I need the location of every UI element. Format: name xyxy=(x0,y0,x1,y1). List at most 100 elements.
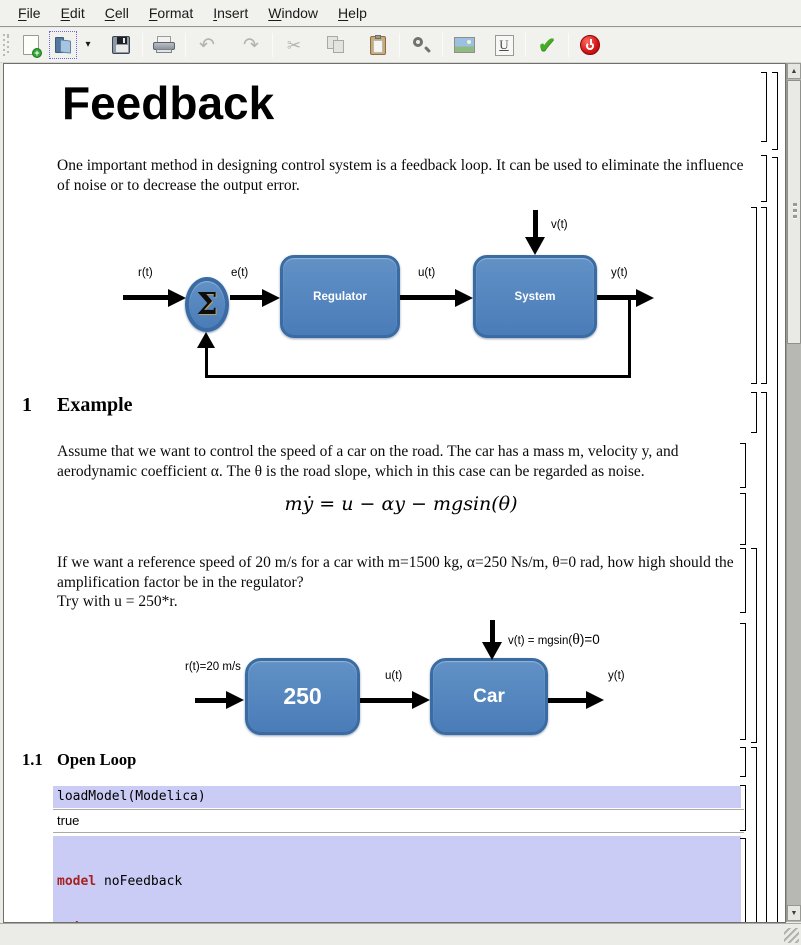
arrow-head-icon xyxy=(482,642,502,660)
feedback-line xyxy=(205,375,631,378)
toolbar-separator xyxy=(399,33,400,57)
notebook-canvas[interactable]: Feedback One important method in designi… xyxy=(3,63,786,923)
cell-bracket[interactable] xyxy=(761,155,767,202)
toolbar-separator xyxy=(442,33,443,57)
cell-group-bracket[interactable] xyxy=(761,392,767,922)
input-cell-model[interactable]: model noFeedback import SI = Modelica.SI… xyxy=(53,836,741,922)
arrow-line xyxy=(230,295,263,300)
scrollbar-grip xyxy=(793,209,797,212)
save-button[interactable] xyxy=(107,31,135,59)
toolbar-handle[interactable] xyxy=(3,34,10,56)
arrow-line xyxy=(400,295,456,300)
diagram-label-u2: u(t) xyxy=(385,670,403,682)
menu-bar: File Edit Cell Format Insert Window Help xyxy=(0,0,801,27)
arrow-line xyxy=(548,697,587,703)
arrow-line xyxy=(360,697,413,703)
paragraph-intro[interactable]: One important method in designing contro… xyxy=(57,157,744,194)
menu-format[interactable]: Format xyxy=(148,5,194,21)
evaluate-button[interactable]: ✔ xyxy=(533,31,561,59)
cell-bracket[interactable] xyxy=(740,493,746,545)
underline-button[interactable]: U xyxy=(490,31,518,59)
subsection-heading-open-loop[interactable]: Open Loop xyxy=(57,750,137,769)
cell-bracket[interactable] xyxy=(740,548,746,613)
arrow-line xyxy=(490,620,495,643)
check-icon: ✔ xyxy=(538,33,556,57)
page-title[interactable]: Feedback xyxy=(62,77,275,129)
save-icon xyxy=(112,36,130,54)
cell-group-bracket[interactable] xyxy=(772,157,778,922)
undo-icon: ↶ xyxy=(199,34,215,56)
arrow-head-icon xyxy=(525,237,545,255)
chevron-down-icon: ▾ xyxy=(85,39,91,50)
undo-button[interactable]: ↶ xyxy=(193,31,221,59)
copy-icon xyxy=(327,36,345,54)
power-icon xyxy=(580,35,600,55)
arrow-head-icon xyxy=(262,288,280,307)
cell-bracket[interactable] xyxy=(751,392,757,433)
system-block: System xyxy=(473,255,597,338)
cell-group-bracket[interactable] xyxy=(772,72,778,150)
redo-button[interactable]: ↷ xyxy=(237,31,265,59)
regulator-block: Regulator xyxy=(280,255,400,338)
open-button[interactable] xyxy=(49,31,77,59)
cell-bracket[interactable] xyxy=(740,838,746,922)
copy-button[interactable] xyxy=(322,31,350,59)
paragraph-assume[interactable]: Assume that we want to control the speed… xyxy=(57,443,679,480)
toolbar-separator xyxy=(272,33,273,57)
section-heading-example[interactable]: Example xyxy=(57,394,133,416)
arrow-line xyxy=(123,295,172,300)
vertical-scrollbar[interactable]: ▲ ▼ xyxy=(786,63,801,922)
paste-clipboard-icon xyxy=(370,34,386,55)
code-line: import SI = Modelica.SIunits; xyxy=(57,920,741,922)
diagram-label-v2: v(t) = mgsin(θ)=0 xyxy=(508,631,600,648)
car-block: Car xyxy=(430,658,548,735)
scroll-up-button[interactable]: ▲ xyxy=(787,63,801,79)
subsection-number[interactable]: 1.1 xyxy=(22,750,43,769)
section-number[interactable]: 1 xyxy=(22,394,32,416)
feedback-line xyxy=(628,297,631,375)
scroll-down-button[interactable]: ▼ xyxy=(787,905,801,921)
menu-cell[interactable]: Cell xyxy=(104,5,129,21)
cell-group-bracket[interactable] xyxy=(751,747,757,922)
scrollbar-thumb[interactable] xyxy=(787,80,801,344)
insert-image-button[interactable] xyxy=(450,31,478,59)
paste-button[interactable] xyxy=(364,31,392,59)
menu-help[interactable]: Help xyxy=(338,5,367,21)
cell-bracket[interactable] xyxy=(761,72,767,142)
cell-group-bracket[interactable] xyxy=(761,207,767,384)
print-button[interactable] xyxy=(150,31,178,59)
new-document-button[interactable]: + xyxy=(17,31,45,59)
arrow-head-icon xyxy=(636,288,654,307)
arrow-line xyxy=(533,210,538,238)
sum-block: Σ xyxy=(185,277,229,332)
arrow-head-icon xyxy=(412,691,430,709)
stop-button[interactable] xyxy=(576,31,604,59)
diagram-label-e: e(t) xyxy=(231,267,249,279)
cut-button[interactable]: ✂ xyxy=(280,31,308,59)
cell-bracket[interactable] xyxy=(740,785,746,831)
search-button[interactable] xyxy=(407,31,435,59)
paragraph-reference-speed[interactable]: If we want a reference speed of 20 m/s f… xyxy=(57,554,734,610)
menu-file[interactable]: File xyxy=(18,5,41,21)
output-cell-true[interactable]: true xyxy=(53,809,744,833)
diagram-label-r20: r(t)=20 m/s xyxy=(185,661,241,673)
diagram-label-y2: y(t) xyxy=(608,670,625,682)
menu-insert[interactable]: Insert xyxy=(213,5,249,21)
arrow-line xyxy=(597,295,637,300)
diagram-label-r: r(t) xyxy=(138,267,153,279)
menu-window[interactable]: Window xyxy=(268,5,319,21)
cell-bracket[interactable] xyxy=(740,623,746,740)
menu-edit[interactable]: Edit xyxy=(60,5,85,21)
input-cell-loadmodel[interactable]: loadModel(Modelica) xyxy=(53,786,741,808)
resize-grip-icon[interactable] xyxy=(784,928,799,943)
cell-bracket[interactable] xyxy=(751,207,757,384)
cell-bracket[interactable] xyxy=(740,747,746,777)
arrow-head-icon xyxy=(586,691,604,709)
triangle-up-icon: ▲ xyxy=(790,67,798,75)
cell-group-bracket[interactable] xyxy=(751,548,757,743)
feedback-line xyxy=(205,347,208,377)
equation-cell[interactable]: mẏ = u − αy − mgsin(θ) xyxy=(284,493,518,515)
cell-bracket[interactable] xyxy=(740,443,746,488)
open-dropdown-button[interactable]: ▾ xyxy=(81,31,95,59)
